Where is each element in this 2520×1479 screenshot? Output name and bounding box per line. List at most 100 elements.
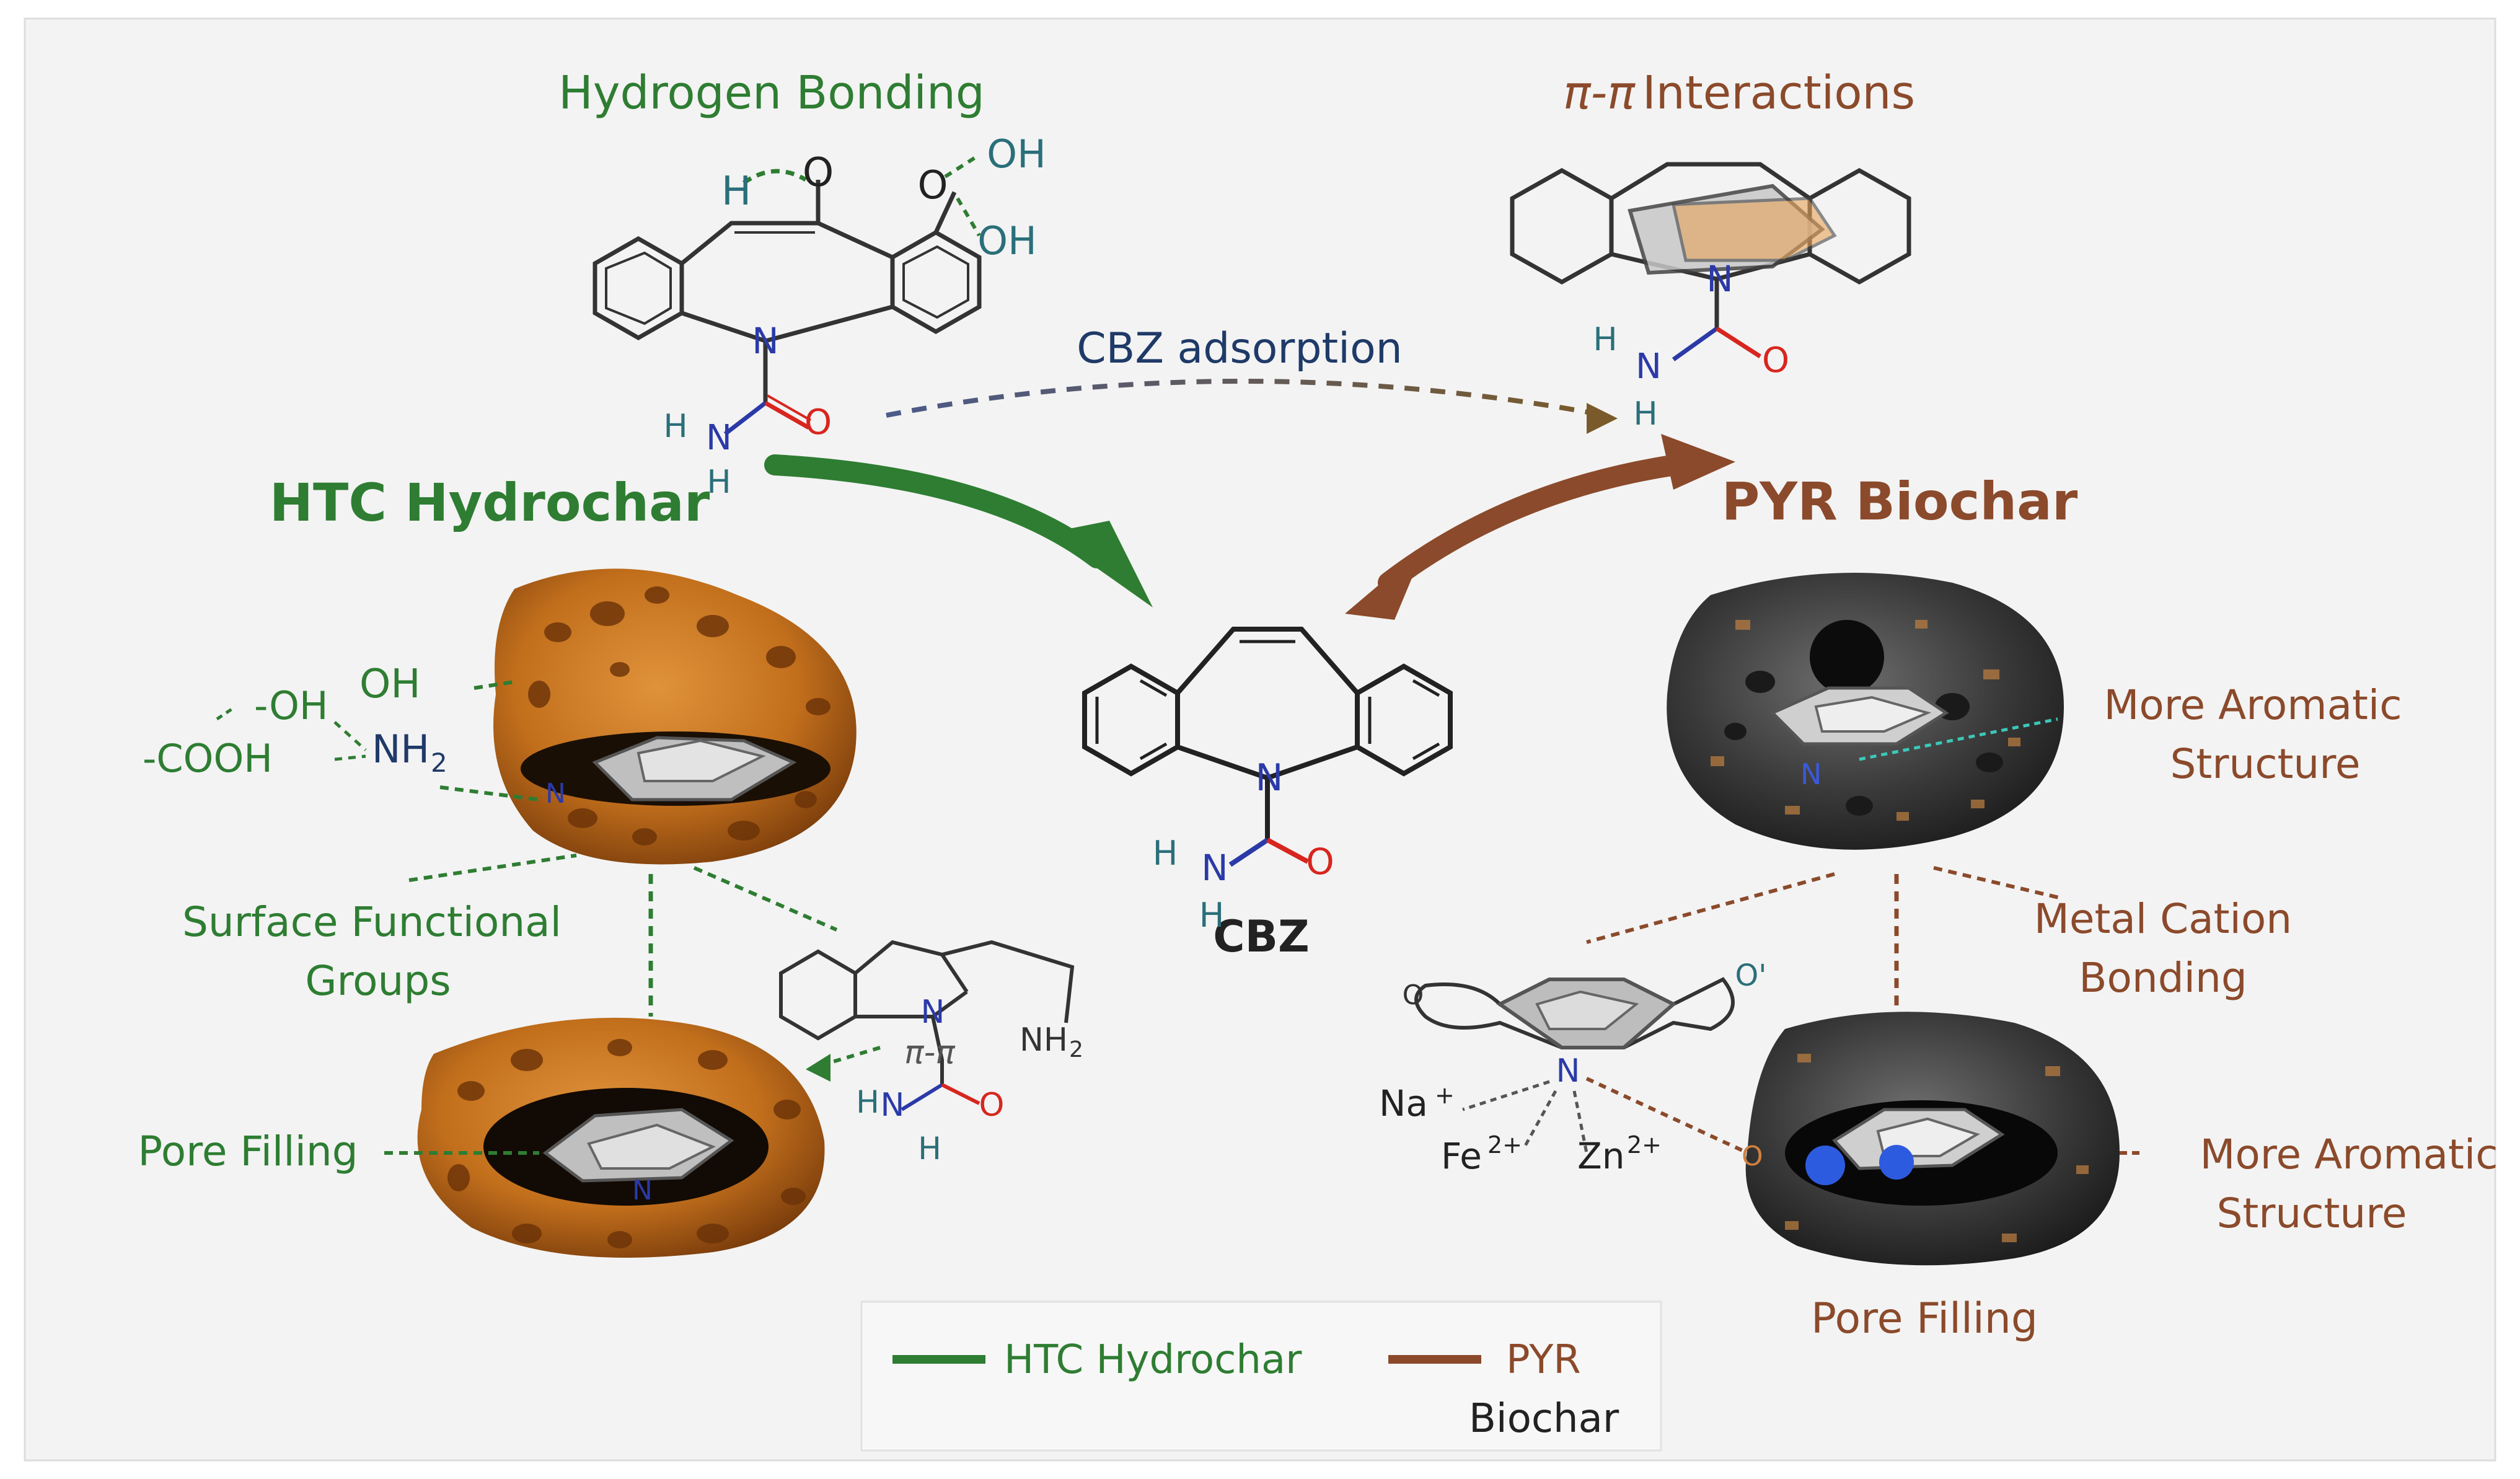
atom-n: N: [632, 1175, 653, 1206]
atom-o: O: [804, 402, 832, 443]
atom-h: H: [1153, 834, 1178, 873]
metal-cation-molecule: [1414, 977, 1735, 1049]
atom-o: O: [803, 150, 834, 196]
atom-n: N: [1636, 347, 1662, 387]
atom-n: N: [706, 418, 732, 458]
htc-pore-particle: N: [417, 1017, 825, 1258]
atom-n: N: [921, 994, 945, 1031]
metal-cation-label-line2: Bonding: [2079, 954, 2247, 1002]
atom-h: H: [1633, 395, 1657, 433]
metal-cation-label-line1: Metal Cation: [2034, 895, 2292, 943]
legend-pyr-label-line1: PYR: [1506, 1337, 1581, 1383]
pore-molecule-arrow: [817, 1046, 881, 1068]
nh2-surface-link: [439, 785, 540, 801]
ion-na-charge: +: [1435, 1082, 1455, 1109]
surface-functional-link: [408, 854, 577, 882]
oh-group: OH: [359, 661, 421, 707]
more-aromatic-label-2-line2: Structure: [2216, 1190, 2407, 1237]
more-aromatic-label-2-line1: More Aromatic: [2200, 1131, 2498, 1178]
atom-oh: OH: [977, 218, 1036, 263]
atom-n: N: [752, 320, 778, 362]
pyr-pore-particle: [1745, 1012, 2120, 1266]
atom-n: N: [1800, 757, 1822, 791]
pyr-to-metal-label-link: [1933, 866, 2064, 901]
metal-to-pore-link: [1585, 1077, 1749, 1155]
atom-h: H: [707, 464, 731, 501]
pyr-arrowhead-cbz: [1345, 545, 1425, 620]
pyr-biochar-particle: N: [1667, 573, 2064, 850]
more-aromatic-label-1-line1: More Aromatic: [2104, 681, 2402, 729]
legend: HTC Hydrochar PYR Biochar: [860, 1300, 1662, 1452]
atom-n: N: [1256, 756, 1284, 800]
ion-na: Na: [1379, 1082, 1428, 1124]
pyr-to-cbz-arrow: [1378, 451, 1709, 593]
atom-oh: OH: [987, 131, 1046, 177]
ion-fe: Fe: [1441, 1135, 1482, 1177]
cbz-adsorption-arrow: [886, 379, 1606, 418]
pi-pi-small-label: π-π: [904, 1034, 955, 1071]
atom-n: N: [1556, 1053, 1580, 1090]
ion-fe-charge: 2+: [1487, 1131, 1522, 1159]
atom-h: H: [1199, 896, 1225, 935]
oh-dash: [216, 705, 237, 721]
cbz-adsorption-arrowhead: [1587, 403, 1618, 434]
atom-n: N: [881, 1087, 905, 1124]
oh-group-small: -OH: [254, 683, 328, 728]
metal-coordination-lines: [1462, 1080, 1588, 1154]
atom-h: H: [1593, 321, 1617, 358]
atom-n: N: [1201, 847, 1228, 889]
cbz-adsorption-label: CBZ adsorption: [1077, 324, 1403, 373]
pi-pi-title-symbol: π-π: [1563, 66, 1636, 120]
atom-o: O: [1762, 340, 1789, 381]
atom-h: H: [663, 408, 687, 445]
atom-nh2: NH: [1020, 1022, 1068, 1059]
ion-zn-charge: 2+: [1627, 1131, 1662, 1159]
atom-nh2-sub: 2: [1069, 1037, 1083, 1062]
metal-ion-marker: [1879, 1145, 1914, 1180]
legend-htc-label: HTC Hydrochar: [1004, 1337, 1302, 1383]
atom-h: H: [856, 1084, 879, 1120]
cooh-group: -COOH: [143, 736, 273, 781]
pyr-biochar-title: PYR Biochar: [1722, 471, 2078, 532]
atom-o: O: [1742, 1141, 1763, 1172]
pyr-pore-filling-label: Pore Filling: [1811, 1294, 2038, 1343]
metal-ion-marker: [1805, 1146, 1845, 1185]
atom-o: O: [1306, 841, 1334, 883]
atom-n: N: [1706, 258, 1733, 300]
pore-molecule-arrowhead: [806, 1054, 830, 1082]
htc-pore-molecule: [779, 940, 1075, 1111]
hydrogen-bonding-title: Hydrogen Bonding: [558, 66, 985, 120]
atom-h: H: [918, 1131, 941, 1167]
cbz-molecule: [1082, 627, 1453, 867]
atom-o: O: [979, 1087, 1005, 1124]
surface-functional-label-line2: Groups: [305, 957, 451, 1005]
ion-zn: Zn: [1577, 1135, 1625, 1177]
atom-o-prime: O': [1735, 958, 1767, 993]
oh-surface-link: [474, 680, 515, 690]
atom-n: N: [545, 778, 566, 810]
pi-pi-molecule: [1510, 162, 1911, 361]
interactions-title: Interactions: [1642, 66, 1915, 120]
htc-to-small-molecule-link: [693, 866, 838, 932]
atom-h: H: [721, 169, 751, 214]
htc-arrowhead: [1047, 521, 1153, 607]
more-aromatic-label-1-line2: Structure: [2170, 740, 2360, 788]
h-bond-oh-upper: [944, 153, 980, 179]
hydrogen-bonding-molecule: [593, 180, 982, 436]
aromatic-link: [1859, 717, 2058, 761]
h-bond-oh-lower: [956, 197, 981, 237]
legend-pyr-label-line2: Biochar: [1469, 1396, 1619, 1442]
htc-hydrochar-title: HTC Hydrochar: [270, 472, 710, 533]
intramolecular-h-bond: [742, 169, 807, 185]
cbz-label: CBZ: [1213, 911, 1309, 962]
functional-group-links: [333, 721, 367, 761]
pyr-arrowhead-biochar: [1661, 434, 1735, 490]
nh2-group: NH: [372, 726, 430, 772]
htc-hydrochar-particle: N: [493, 568, 857, 865]
htc-pore-filling-label: Pore Filling: [138, 1128, 358, 1175]
pyr-to-metal-link: [1586, 872, 1835, 944]
nh2-subscript: 2: [431, 748, 447, 778]
atom-o: O: [918, 162, 948, 208]
